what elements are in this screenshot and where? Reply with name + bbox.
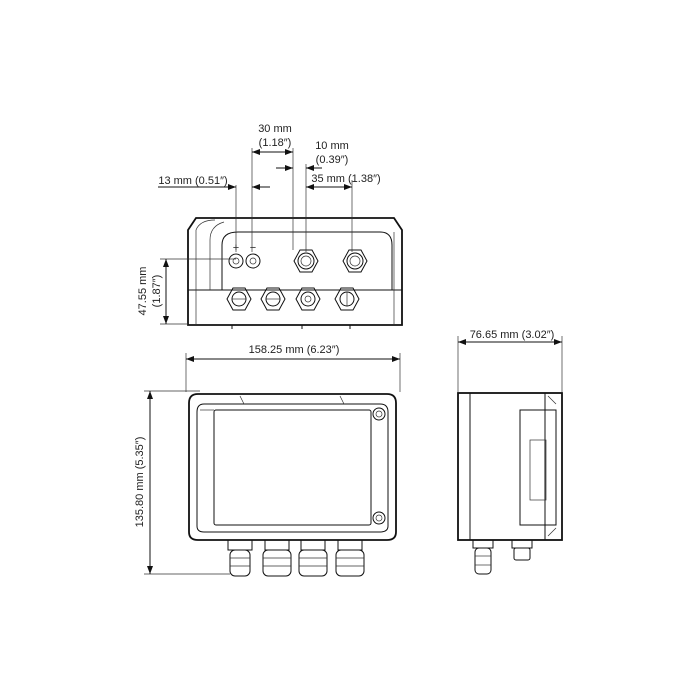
terminal-minus: −: [245, 242, 261, 269]
dimension-30mm: 30 mm (1.18″): [251, 123, 294, 252]
svg-text:135.80 mm (5.35″): 135.80 mm (5.35″): [134, 437, 146, 528]
dimension-35mm: 35 mm (1.38″): [306, 173, 381, 252]
svg-text:47.55 mm: 47.55 mm: [137, 267, 149, 316]
dimension-13mm: 13 mm (0.51″): [158, 175, 270, 252]
svg-text:35 mm (1.38″): 35 mm (1.38″): [311, 173, 380, 185]
m12-connector-1: [293, 249, 319, 273]
dimension-76mm: 76.65 mm (3.02″): [457, 329, 563, 392]
front-view: [188, 393, 397, 577]
m12-connector-2: [342, 249, 368, 273]
cable-glands-top: [226, 287, 360, 311]
svg-text:30 mm: 30 mm: [258, 123, 292, 135]
dimension-158mm: 158.25 mm (6.23″): [185, 344, 401, 392]
dimension-10mm: 10 mm (0.39″): [276, 140, 349, 252]
side-view: [457, 392, 563, 575]
svg-text:158.25 mm (6.23″): 158.25 mm (6.23″): [249, 344, 340, 356]
svg-text:76.65 mm (3.02″): 76.65 mm (3.02″): [470, 329, 555, 341]
screw-icon: [372, 407, 386, 421]
cable-glands-side: [472, 539, 533, 575]
screw-icon: [372, 511, 386, 525]
svg-text:13 mm (0.51″): 13 mm (0.51″): [158, 175, 227, 187]
svg-text:10 mm: 10 mm: [315, 140, 349, 152]
cable-glands-front: [227, 539, 365, 577]
dimension-47mm: 47.55 mm (1.87″): [137, 258, 236, 325]
dimension-135mm: 135.80 mm (5.35″): [134, 390, 230, 575]
svg-text:(0.39″): (0.39″): [316, 154, 349, 166]
svg-text:(1.87″): (1.87″): [151, 275, 163, 308]
svg-text:−: −: [250, 242, 256, 254]
top-view: + −: [187, 217, 403, 329]
svg-text:(1.18″): (1.18″): [259, 137, 292, 149]
